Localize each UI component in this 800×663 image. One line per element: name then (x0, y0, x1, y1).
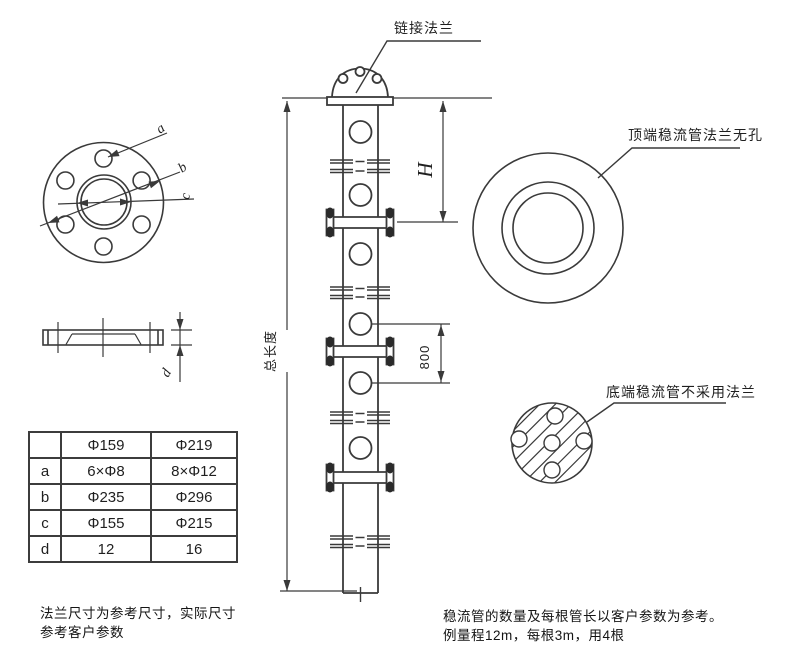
table-row: d 12 16 (28, 535, 238, 563)
label-top-flange: 顶端稳流管法兰无孔 (628, 127, 763, 143)
dimension-total-length-label: 总长度 (263, 330, 278, 372)
label-bottom-flange: 底端稳流管不采用法兰 (606, 384, 756, 400)
note-line: 例量程12m，每根3m，用4根 (443, 628, 625, 643)
flange-front-view: a b c (39, 121, 195, 264)
dimension-lines (280, 97, 492, 592)
bottom-flange-hatched-view (510, 402, 593, 484)
callout-bottom-flange (586, 402, 726, 423)
table-row: b Φ235 Φ296 (28, 483, 238, 511)
table-row: a 6×Φ8 8×Φ12 (28, 457, 238, 485)
note-line: 法兰尺寸为参考尺寸，实际尺寸 (40, 606, 236, 621)
table-cell: a (28, 457, 62, 485)
top-connection-flange (326, 66, 394, 106)
dimension-800 (372, 323, 450, 384)
callout-link-flange (355, 40, 481, 94)
label-link-flange: 链接法兰 (394, 20, 454, 36)
bolted-flange-joint (325, 207, 395, 238)
table-cell: Φ159 (60, 431, 152, 459)
disc-hole (546, 407, 564, 425)
dimension-h-label: H (413, 161, 437, 179)
table-cell: Φ219 (150, 431, 238, 459)
pipe-seam-joints (330, 159, 390, 549)
pipe-assembly (325, 66, 395, 602)
table-cell: d (28, 535, 62, 563)
table-cell: 16 (150, 535, 238, 563)
disc-hole (543, 434, 561, 452)
pipe-quantity-note: 稳流管的数量及每根管长以客户参数为参考。 例量程12m，每根3m，用4根 (443, 607, 793, 645)
table-cell: 12 (60, 535, 152, 563)
flange-side-view: d (42, 312, 192, 382)
bolt-hole (132, 215, 151, 234)
dimension-total-length (280, 101, 357, 592)
dimension-800-label: 800 (417, 345, 432, 370)
table-cell: c (28, 509, 62, 537)
table-cell: b (28, 483, 62, 511)
cap-bolt (371, 73, 383, 84)
flange-size-table: Φ159 Φ219 a 6×Φ8 8×Φ12 b Φ235 Φ296 c Φ15… (28, 431, 238, 563)
dimension-b-leader (39, 171, 181, 227)
table-row: Φ159 Φ219 (28, 431, 238, 459)
disc-hole (543, 461, 561, 479)
disc-hole (510, 430, 528, 448)
dimension-c-label: c (178, 191, 194, 200)
note-line: 参考客户参数 (40, 625, 124, 640)
table-row: c Φ155 Φ215 (28, 509, 238, 537)
dimension-d-lines (171, 312, 192, 382)
dimension-b-label: b (176, 160, 190, 176)
cap-bolt (337, 73, 349, 84)
bolted-flange-joint (325, 336, 395, 367)
table-cell: Φ235 (60, 483, 152, 511)
table-cell (28, 431, 62, 459)
top-flange-ring-view (472, 152, 624, 304)
callout-top-flange (597, 147, 740, 179)
bolted-flange-joint (325, 462, 395, 493)
note-line: 稳流管的数量及每根管长以客户参数为参考。 (443, 609, 723, 624)
bolt-hole (94, 149, 113, 168)
cap-bolt (354, 66, 366, 77)
bolt-hole (56, 171, 75, 190)
table-cell: 6×Φ8 (60, 457, 152, 485)
table-cell: Φ215 (150, 509, 238, 537)
dimension-a-leader (107, 132, 168, 158)
table-cell: 8×Φ12 (150, 457, 238, 485)
dimension-h (397, 101, 458, 223)
dimension-d-label: d (158, 366, 175, 380)
flange-dimension-note: 法兰尺寸为参考尺寸，实际尺寸 参考客户参数 (40, 604, 290, 642)
table-cell: Φ296 (150, 483, 238, 511)
dimension-a-label: a (154, 121, 168, 137)
disc-hole (575, 432, 593, 450)
bolt-hole (94, 237, 113, 256)
table-cell: Φ155 (60, 509, 152, 537)
bolt-hole (132, 171, 151, 190)
dimension-c-leader (57, 198, 195, 207)
pipe-vent-holes (348, 120, 373, 460)
